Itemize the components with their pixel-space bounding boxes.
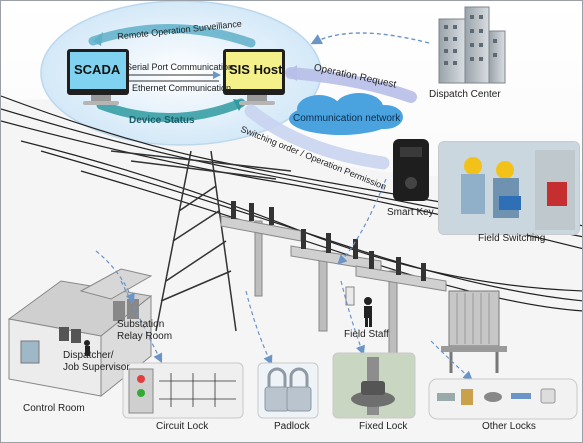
substation-house: [7, 268, 153, 398]
transformer: [441, 290, 507, 373]
sis-host-label: SIS Host: [229, 62, 283, 77]
other-locks-image: [428, 378, 578, 420]
communication-cloud: [289, 93, 403, 135]
arrowhead-operation-request: [285, 65, 297, 81]
ethernet-comm-label: Ethernet Communication: [132, 83, 232, 93]
control-room-label: Control Room: [23, 403, 85, 414]
sis-monitor: [223, 49, 285, 105]
arrow-switching-order: [244, 104, 390, 170]
arrow-operation-request: [285, 67, 417, 103]
lock-arrows: [95, 178, 473, 381]
field-switching-photo: [438, 141, 580, 235]
communication-network-label: Communication network: [293, 113, 401, 124]
dispatch-center-label: Dispatch Center: [429, 89, 501, 100]
smart-key-device: [393, 139, 429, 201]
field-staff-figure: [364, 297, 372, 327]
insulators: [231, 201, 426, 281]
fixed-lock-label: Fixed Lock: [359, 421, 408, 432]
device-status-label: Device Status: [129, 115, 195, 126]
distribution-poles: [220, 215, 447, 362]
serial-comm-label: Serial Port Communication: [126, 62, 234, 72]
field-switching-label: Field Switching: [478, 233, 546, 244]
dispatch-center-building: [438, 6, 506, 84]
padlock-image: [257, 362, 319, 419]
arrow-device-status: [96, 98, 246, 122]
arrowhead-remote-surveillance: [93, 32, 103, 46]
pole-lock-box: [345, 286, 355, 306]
scada-label: SCADA: [74, 62, 121, 77]
substation-relay-room-label: Substation Relay Room: [117, 319, 173, 342]
dashed-link-dispatch: [310, 32, 430, 45]
circuit-lock-image: [122, 362, 244, 419]
fixed-lock-image: [332, 352, 416, 419]
arrow-remote-surveillance: [88, 24, 256, 48]
field-switching-illustration: [439, 142, 579, 234]
padlock-label: Padlock: [274, 421, 310, 432]
other-locks-label: Other Locks: [482, 421, 536, 432]
smart-key-label: Smart Key: [387, 207, 434, 218]
field-staff-label: Field Staff: [344, 329, 389, 340]
transmission-tower: [110, 150, 292, 332]
scada-monitor: [67, 49, 129, 105]
circuit-lock-label: Circuit Lock: [156, 421, 209, 432]
dispatcher-label: Dispatcher/ Job Supervisor: [63, 350, 130, 373]
